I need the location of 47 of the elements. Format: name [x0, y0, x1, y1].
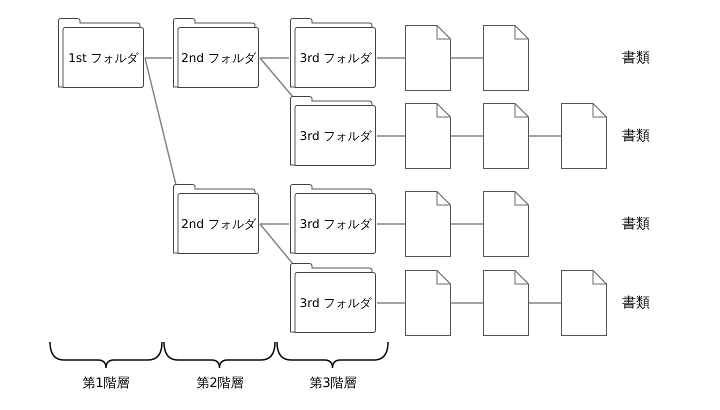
folder-label: 2nd フォルダ [181, 50, 256, 66]
folder-label: 3rd フォルダ [300, 294, 372, 312]
connector-line [529, 135, 561, 137]
document-icon [483, 25, 529, 91]
level-label: 第1階層 [81, 375, 131, 393]
level-label: 第2階層 [195, 375, 245, 393]
folder [289, 183, 377, 255]
connector-line [144, 58, 177, 186]
connector-line [377, 57, 405, 59]
folder-label: 1st フォルダ [68, 50, 139, 66]
document-icon [483, 103, 529, 169]
folder-label: 3rd フォルダ [300, 50, 372, 66]
connector-line [451, 57, 483, 59]
folder [172, 183, 260, 255]
category-label: 書類 [622, 294, 650, 312]
category-label: 書類 [622, 127, 650, 145]
connector-line [451, 302, 483, 304]
connector-line [377, 135, 405, 137]
document-icon [483, 191, 529, 257]
connector-line [451, 135, 483, 137]
folder [289, 95, 377, 167]
connector-line [260, 223, 289, 225]
folder [57, 17, 145, 89]
category-label: 書類 [622, 49, 650, 67]
connector-line [259, 58, 294, 98]
folder-label: 3rd フォルダ [300, 216, 372, 232]
folder [172, 17, 260, 89]
connector-line [377, 302, 405, 304]
document-icon [483, 270, 529, 336]
document-icon [561, 103, 607, 169]
folder [289, 17, 377, 89]
level-label: 第3階層 [308, 375, 358, 393]
document-icon [405, 270, 451, 336]
document-icon [405, 25, 451, 91]
folder-label: 2nd フォルダ [181, 216, 256, 232]
connector-line [145, 57, 172, 59]
category-label: 書類 [622, 215, 650, 233]
connector-line [260, 57, 289, 59]
folder-label: 3rd フォルダ [300, 128, 372, 144]
document-icon [405, 191, 451, 257]
folder [289, 262, 377, 334]
connector-line [529, 302, 561, 304]
connector-line [451, 223, 483, 225]
connector-line [377, 223, 405, 225]
document-icon [561, 270, 607, 336]
connector-line [259, 224, 294, 264]
document-icon [405, 103, 451, 169]
